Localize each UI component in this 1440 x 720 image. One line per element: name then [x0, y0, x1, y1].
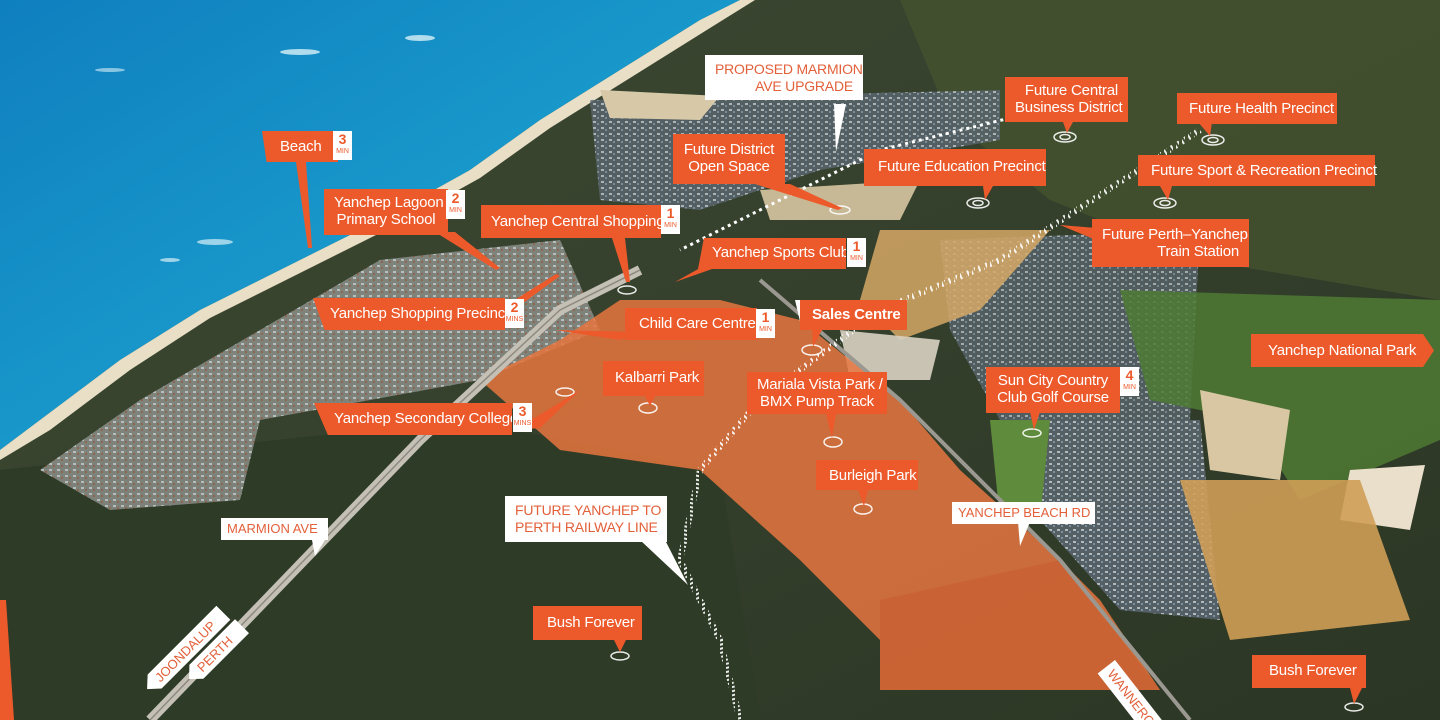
place-label-future-central-business-district[interactable]: Future Central Business District — [1005, 77, 1128, 122]
travel-time-badge-secondary-college: 3 MINS — [513, 403, 532, 432]
amenity-label-child-care-centre[interactable]: Child Care Centre — [625, 308, 757, 340]
travel-time-badge-golf-course: 4 MIN — [1120, 367, 1139, 396]
amenity-label-sun-city-golf-course[interactable]: Sun City Country Club Golf Course — [986, 367, 1120, 413]
amenity-label-yanchep-secondary-college[interactable]: Yanchep Secondary College — [314, 403, 512, 435]
road-label-yanchep-beach-rd: YANCHEP BEACH RD — [952, 502, 1095, 524]
callout-future-railway-line[interactable]: FUTURE YANCHEP TO PERTH RAILWAY LINE — [505, 496, 667, 542]
amenity-name: Beach — [280, 138, 322, 155]
travel-time-badge-child-care: 1 MIN — [756, 309, 775, 338]
callout-proposed-marmion-ave-upgrade[interactable]: PROPOSED MARMION AVE UPGRADE — [705, 55, 863, 100]
place-label-yanchep-national-park[interactable]: Yanchep National Park — [1251, 334, 1434, 367]
place-label-future-district-open-space[interactable]: Future District Open Space — [673, 134, 785, 184]
amenity-label-yanchep-lagoon-primary-school[interactable]: Yanchep Lagoon Primary School — [324, 189, 448, 235]
amenity-label-yanchep-shopping-precinct[interactable]: Yanchep Shopping Precinct — [313, 298, 505, 330]
place-label-future-education-precinct[interactable]: Future Education Precinct — [864, 149, 1046, 186]
amenity-label-beach[interactable]: Beach — [262, 131, 338, 162]
place-label-mariala-vista-park[interactable]: Mariala Vista Park / BMX Pump Track — [747, 372, 887, 414]
amenity-label-yanchep-central-shopping[interactable]: Yanchep Central Shopping — [481, 205, 665, 238]
travel-time-badge-beach: 3 MIN — [333, 131, 352, 160]
place-label-burleigh-park[interactable]: Burleigh Park — [816, 460, 918, 490]
place-label-future-sport-recreation-precinct[interactable]: Future Sport & Recreation Precinct — [1138, 155, 1377, 186]
travel-time-badge-central-shopping: 1 MIN — [661, 205, 680, 234]
place-label-bush-forever-west[interactable]: Bush Forever — [533, 606, 642, 640]
place-label-bush-forever-east[interactable]: Bush Forever — [1252, 655, 1366, 688]
travel-time-badge-sports-club: 1 MIN — [847, 238, 866, 267]
place-label-future-train-station[interactable]: Future Perth–Yanchep Train Station — [1092, 219, 1249, 267]
travel-time-badge-lagoon-school: 2 MIN — [446, 190, 465, 219]
road-label-marmion-ave: MARMION AVE — [221, 518, 328, 540]
place-label-kalbarri-park[interactable]: Kalbarri Park — [603, 361, 704, 396]
sales-centre-label[interactable]: Sales Centre — [800, 300, 907, 330]
place-label-future-health-precinct[interactable]: Future Health Precinct — [1177, 93, 1337, 124]
amenity-label-yanchep-sports-club[interactable]: Yanchep Sports Club — [698, 238, 846, 269]
travel-time-badge-shopping-precinct: 2 MINS — [505, 299, 524, 328]
